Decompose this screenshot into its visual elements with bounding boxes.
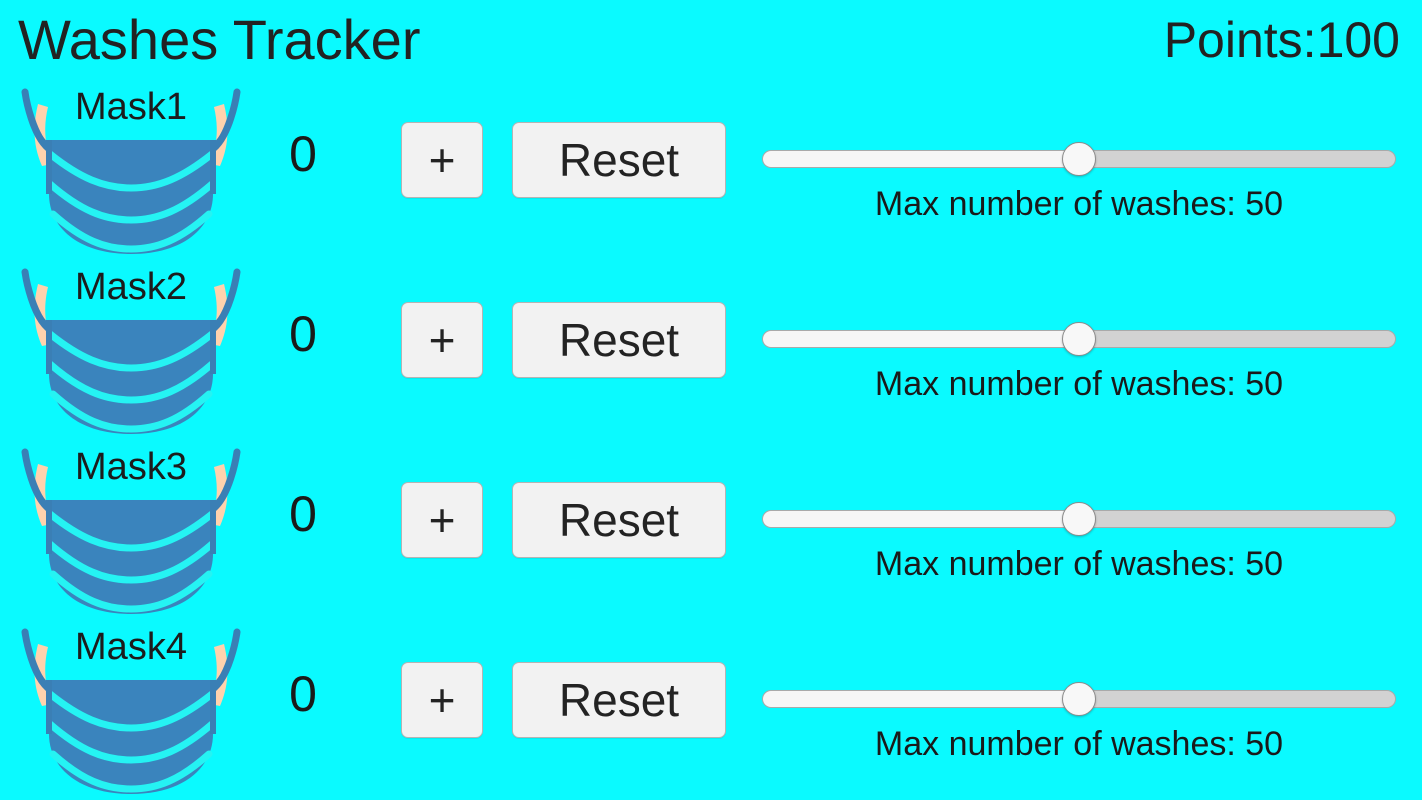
mask-rows-container: Mask1 0 + Reset Max number of washes: 50	[0, 80, 1422, 800]
reset-button[interactable]: Reset	[512, 302, 726, 378]
max-washes-caption: Max number of washes: 50	[874, 185, 1284, 223]
slider-fill	[763, 691, 1079, 707]
reset-button[interactable]: Reset	[512, 482, 726, 558]
points-display: Points:100	[1164, 8, 1400, 72]
wash-count-value: 0	[289, 306, 317, 362]
mask-row-1: Mask1 0 + Reset Max number of washes: 50	[0, 80, 1422, 260]
face-mask-icon	[21, 628, 241, 794]
mask-row-3: Mask3 0 + Reset Max number of washes: 50	[0, 440, 1422, 620]
mask-row-2: Mask2 0 + Reset Max number of washes: 50	[0, 260, 1422, 440]
mask-icon-wrap: Mask2	[8, 262, 254, 440]
face-mask-icon	[21, 88, 241, 254]
increment-button[interactable]: +	[401, 662, 483, 738]
max-washes-slider[interactable]	[762, 682, 1396, 716]
wash-count-value: 0	[289, 486, 317, 542]
increment-button[interactable]: +	[401, 122, 483, 198]
mask-row-4: Mask4 0 + Reset Max number of washes: 50	[0, 620, 1422, 800]
mask-icon-wrap: Mask1	[8, 82, 254, 260]
slider-thumb[interactable]	[1062, 322, 1096, 356]
wash-count-value: 0	[289, 666, 317, 722]
max-washes-slider[interactable]	[762, 142, 1396, 176]
mask-icon-wrap: Mask3	[8, 442, 254, 620]
slider-fill	[763, 331, 1079, 347]
reset-button[interactable]: Reset	[512, 662, 726, 738]
slider-thumb[interactable]	[1062, 682, 1096, 716]
max-washes-slider[interactable]	[762, 502, 1396, 536]
max-washes-caption: Max number of washes: 50	[874, 725, 1284, 763]
face-mask-icon	[21, 268, 241, 434]
app-header: Washes Tracker Points:100	[0, 0, 1422, 80]
max-washes-slider[interactable]	[762, 322, 1396, 356]
increment-button[interactable]: +	[401, 482, 483, 558]
face-mask-icon	[21, 448, 241, 614]
points-value: 100	[1316, 12, 1400, 68]
slider-thumb[interactable]	[1062, 142, 1096, 176]
points-label: Points:	[1163, 12, 1317, 68]
wash-count-value: 0	[289, 126, 317, 182]
slider-fill	[763, 151, 1079, 167]
max-washes-caption: Max number of washes: 50	[874, 545, 1284, 583]
reset-button[interactable]: Reset	[512, 122, 726, 198]
increment-button[interactable]: +	[401, 302, 483, 378]
max-washes-caption: Max number of washes: 50	[874, 365, 1284, 403]
mask-icon-wrap: Mask4	[8, 622, 254, 800]
slider-thumb[interactable]	[1062, 502, 1096, 536]
page-title: Washes Tracker	[18, 8, 421, 71]
slider-fill	[763, 511, 1079, 527]
